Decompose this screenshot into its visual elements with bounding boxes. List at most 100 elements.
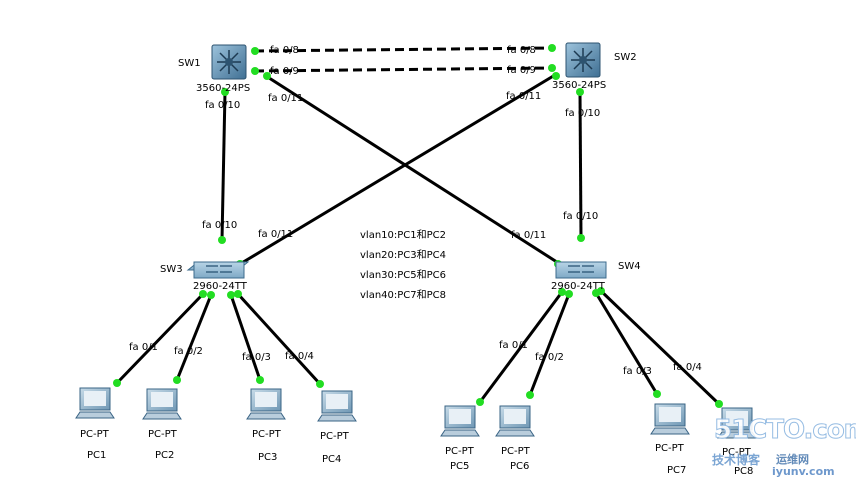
watermark-logo: 51CTO.com 技术博客 运维网 iyunv.com xyxy=(712,415,856,479)
pc1-name-label: PC1 xyxy=(87,450,106,461)
port-label: fa 0/3 xyxy=(242,352,271,363)
sw1-name-label: SW1 xyxy=(178,58,201,69)
pc2-computer-icon[interactable] xyxy=(142,388,182,420)
sw2-device[interactable] xyxy=(565,42,601,78)
port-label: fa 0/2 xyxy=(174,346,203,357)
pc2-type-label: PC-PT xyxy=(148,429,178,440)
port-light xyxy=(256,376,264,384)
pc8-type-label: PC-PT xyxy=(722,447,752,458)
link-sw1-sw3[interactable] xyxy=(220,91,227,241)
pc1-computer-icon[interactable] xyxy=(75,387,115,419)
port-label: fa 0/10 xyxy=(205,100,240,111)
pc-icons xyxy=(75,387,757,439)
pc6-name-label: PC6 xyxy=(510,461,529,472)
link-sw4-pc5[interactable] xyxy=(478,291,564,403)
sw4-model-label: 2960-24TT xyxy=(551,281,606,292)
vlan-note: vlan20:PC3和PC4 xyxy=(360,250,447,261)
port-label: fa 0/9 xyxy=(270,66,299,77)
port-light xyxy=(715,400,723,408)
port-label: fa 0/8 xyxy=(507,45,536,56)
pc8-computer-icon[interactable] xyxy=(717,407,757,439)
pc6-type-label: PC-PT xyxy=(501,446,531,457)
pc5-name-label: PC5 xyxy=(450,461,469,472)
port-label: fa 0/11 xyxy=(268,93,303,104)
link-sw4-pc7[interactable] xyxy=(594,292,659,395)
port-indicators xyxy=(113,44,723,408)
port-label: fa 0/11 xyxy=(258,229,293,240)
port-light xyxy=(251,67,259,75)
port-light xyxy=(565,290,573,298)
port-light xyxy=(234,290,242,298)
sw4-device[interactable] xyxy=(555,261,607,279)
port-light xyxy=(552,72,560,80)
link-sw3-pc2[interactable] xyxy=(175,294,213,381)
link-sw3-pc4[interactable] xyxy=(236,292,322,386)
vlan-note: vlan30:PC5和PC6 xyxy=(360,270,447,281)
port-light xyxy=(548,44,556,52)
sw3-device[interactable] xyxy=(186,261,250,279)
pc7-name-label: PC7 xyxy=(667,465,686,476)
port-light xyxy=(113,379,121,387)
port-light xyxy=(526,391,534,399)
pc5-type-label: PC-PT xyxy=(445,446,475,457)
port-label: fa 0/2 xyxy=(535,352,564,363)
port-light xyxy=(576,88,584,96)
port-light xyxy=(221,88,229,96)
port-light xyxy=(199,290,207,298)
port-light xyxy=(227,291,235,299)
port-light xyxy=(558,288,566,296)
watermark-text: 技术博客 xyxy=(712,453,761,467)
link-sw1-sw4[interactable] xyxy=(265,74,561,266)
pc3-type-label: PC-PT xyxy=(252,429,282,440)
port-label: fa 0/1 xyxy=(499,340,528,351)
port-label: fa 0/10 xyxy=(565,108,600,119)
links xyxy=(115,46,721,406)
port-label: fa 0/11 xyxy=(506,91,541,102)
pc2-name-label: PC2 xyxy=(155,450,174,461)
pc3-computer-icon[interactable] xyxy=(246,388,286,420)
port-light xyxy=(548,64,556,72)
pc7-computer-icon[interactable] xyxy=(650,403,690,435)
sw1-device[interactable] xyxy=(211,44,247,80)
pc4-name-label: PC4 xyxy=(322,454,341,465)
pc7-type-label: PC-PT xyxy=(655,443,685,454)
link-sw4-pc8[interactable] xyxy=(599,289,721,406)
link-sw2-sw3[interactable] xyxy=(239,73,556,266)
sw2-name-label: SW2 xyxy=(614,52,637,63)
watermark-text: 51CTO.com xyxy=(714,415,856,446)
port-light xyxy=(577,234,585,242)
sw2-model-label: 3560-24PS xyxy=(552,80,606,91)
pc8-name-label: PC8 xyxy=(734,466,753,477)
switch-icon xyxy=(555,261,607,279)
port-label: fa 0/10 xyxy=(202,220,237,231)
port-light xyxy=(251,47,259,55)
sw1-model-label: 3560-24PS xyxy=(196,83,250,94)
port-label: fa 0/4 xyxy=(673,362,702,373)
port-label: fa 0/4 xyxy=(285,351,314,362)
link-sw3-pc1[interactable] xyxy=(115,292,205,385)
port-label: fa 0/8 xyxy=(270,45,299,56)
sw3-model-label: 2960-24TT xyxy=(193,281,248,292)
port-light xyxy=(653,390,661,398)
link-sw3-pc3[interactable] xyxy=(229,294,262,381)
link-sw1-sw2-fa09[interactable] xyxy=(254,66,553,73)
port-light xyxy=(218,236,226,244)
port-label: fa 0/10 xyxy=(563,211,598,222)
sw3-name-label: SW3 xyxy=(160,264,183,275)
vlan-note: vlan40:PC7和PC8 xyxy=(360,290,447,301)
link-sw2-sw4[interactable] xyxy=(578,91,583,239)
link-sw1-sw2-fa08[interactable] xyxy=(254,46,553,53)
pc6-computer-icon[interactable] xyxy=(495,405,535,437)
port-label: fa 0/9 xyxy=(507,65,536,76)
pc1-type-label: PC-PT xyxy=(80,429,110,440)
port-light xyxy=(597,287,605,295)
pc4-computer-icon[interactable] xyxy=(317,390,357,422)
pc5-computer-icon[interactable] xyxy=(440,405,480,437)
port-light xyxy=(173,376,181,384)
pc4-type-label: PC-PT xyxy=(320,431,350,442)
vlan-notes: vlan10:PC1和PC2 vlan20:PC3和PC4 vlan30:PC5… xyxy=(360,226,446,306)
link-sw4-pc6[interactable] xyxy=(528,293,571,396)
vlan-note: vlan10:PC1和PC2 xyxy=(360,230,447,241)
port-label: fa 0/11 xyxy=(511,230,546,241)
